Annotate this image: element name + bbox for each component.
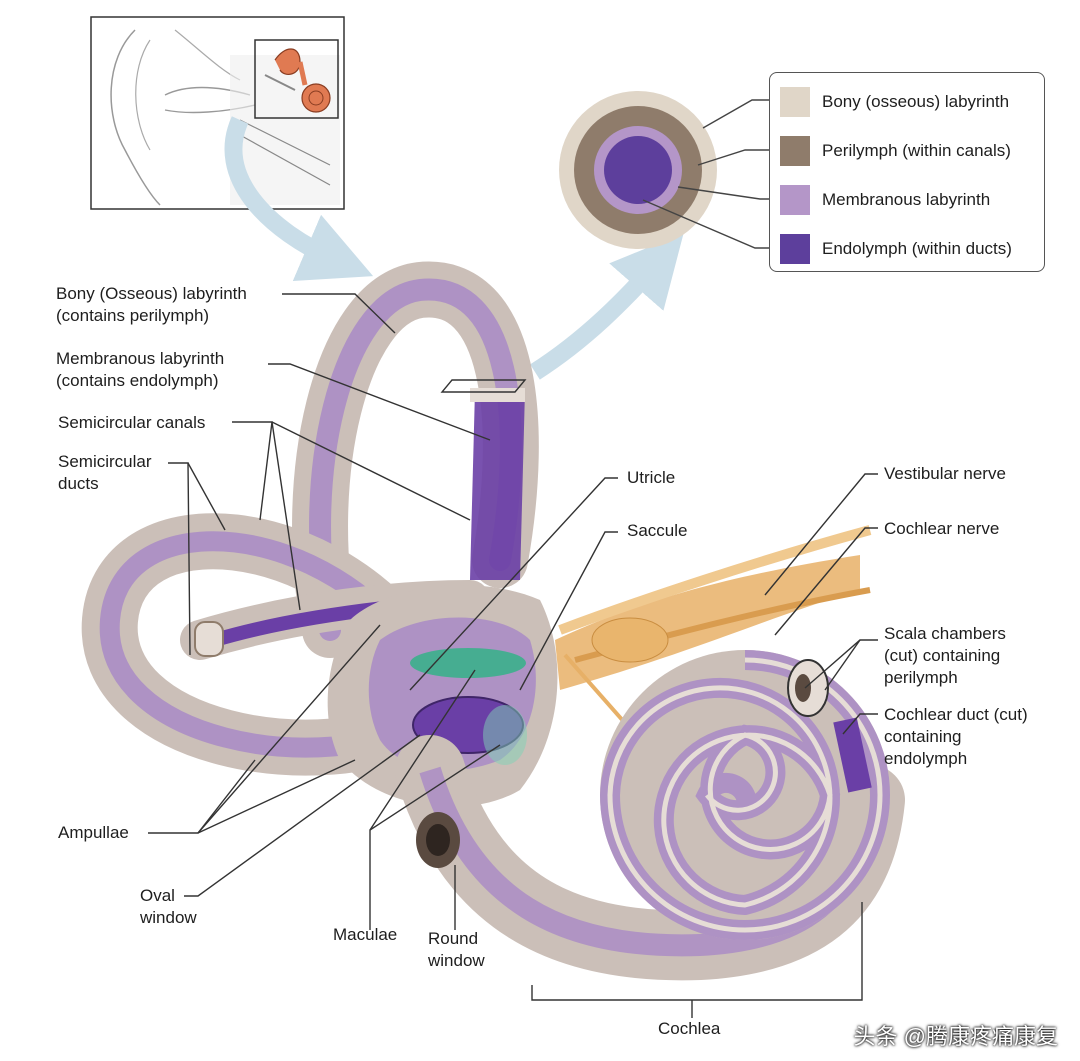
cross-section xyxy=(559,91,717,249)
label-bony-labyrinth: Bony (Osseous) labyrinth (contains peril… xyxy=(56,284,247,325)
legend-item-endolymph: Endolymph (within ducts) xyxy=(780,233,1012,265)
label-round-window: Round window xyxy=(428,929,485,970)
watermark: 头条 @腾康疼痛康复 xyxy=(853,1024,1058,1049)
label-cochlea: Cochlea xyxy=(658,1019,721,1038)
label-membranous-labyrinth: Membranous labyrinth (contains endolymph… xyxy=(56,349,225,390)
legend-item-membranous: Membranous labyrinth xyxy=(780,184,990,216)
legend-label: Endolymph (within ducts) xyxy=(822,239,1012,258)
label-semicircular-canals: Semicircular canals xyxy=(58,413,206,432)
nerve-bundle xyxy=(555,525,872,742)
legend-label: Membranous labyrinth xyxy=(822,190,991,209)
legend-swatch xyxy=(780,185,810,215)
ear-inset xyxy=(90,16,345,210)
label-cochlear-nerve: Cochlear nerve xyxy=(884,519,1000,538)
legend-label: Bony (osseous) labyrinth xyxy=(822,92,1010,111)
label-cochlear-duct: Cochlear duct (cut) containing endolymph xyxy=(884,705,1028,768)
legend-swatch xyxy=(780,87,810,117)
label-scala-chambers: Scala chambers (cut) containing perilymp… xyxy=(884,624,1006,687)
label-oval-window: Oval window xyxy=(140,886,197,927)
legend-swatch xyxy=(780,234,810,264)
legend-item-bony: Bony (osseous) labyrinth xyxy=(780,86,1009,118)
label-semicircular-ducts: Semicircular ducts xyxy=(58,452,152,493)
legend-swatch xyxy=(780,136,810,166)
label-saccule: Saccule xyxy=(627,521,688,540)
labyrinth xyxy=(81,261,905,981)
legend-item-perilymph: Perilymph (within canals) xyxy=(780,135,1011,167)
label-vestibular-nerve: Vestibular nerve xyxy=(884,464,1006,483)
leader-lines xyxy=(148,293,878,1018)
label-utricle: Utricle xyxy=(627,468,676,487)
zoom-arrow-1 xyxy=(224,116,374,281)
label-maculae: Maculae xyxy=(333,925,398,944)
label-ampullae: Ampullae xyxy=(58,823,129,842)
zoom-arrow-2 xyxy=(530,232,684,380)
legend-label: Perilymph (within canals) xyxy=(822,141,1011,160)
legend: Bony (osseous) labyrinth Perilymph (with… xyxy=(769,72,1045,272)
